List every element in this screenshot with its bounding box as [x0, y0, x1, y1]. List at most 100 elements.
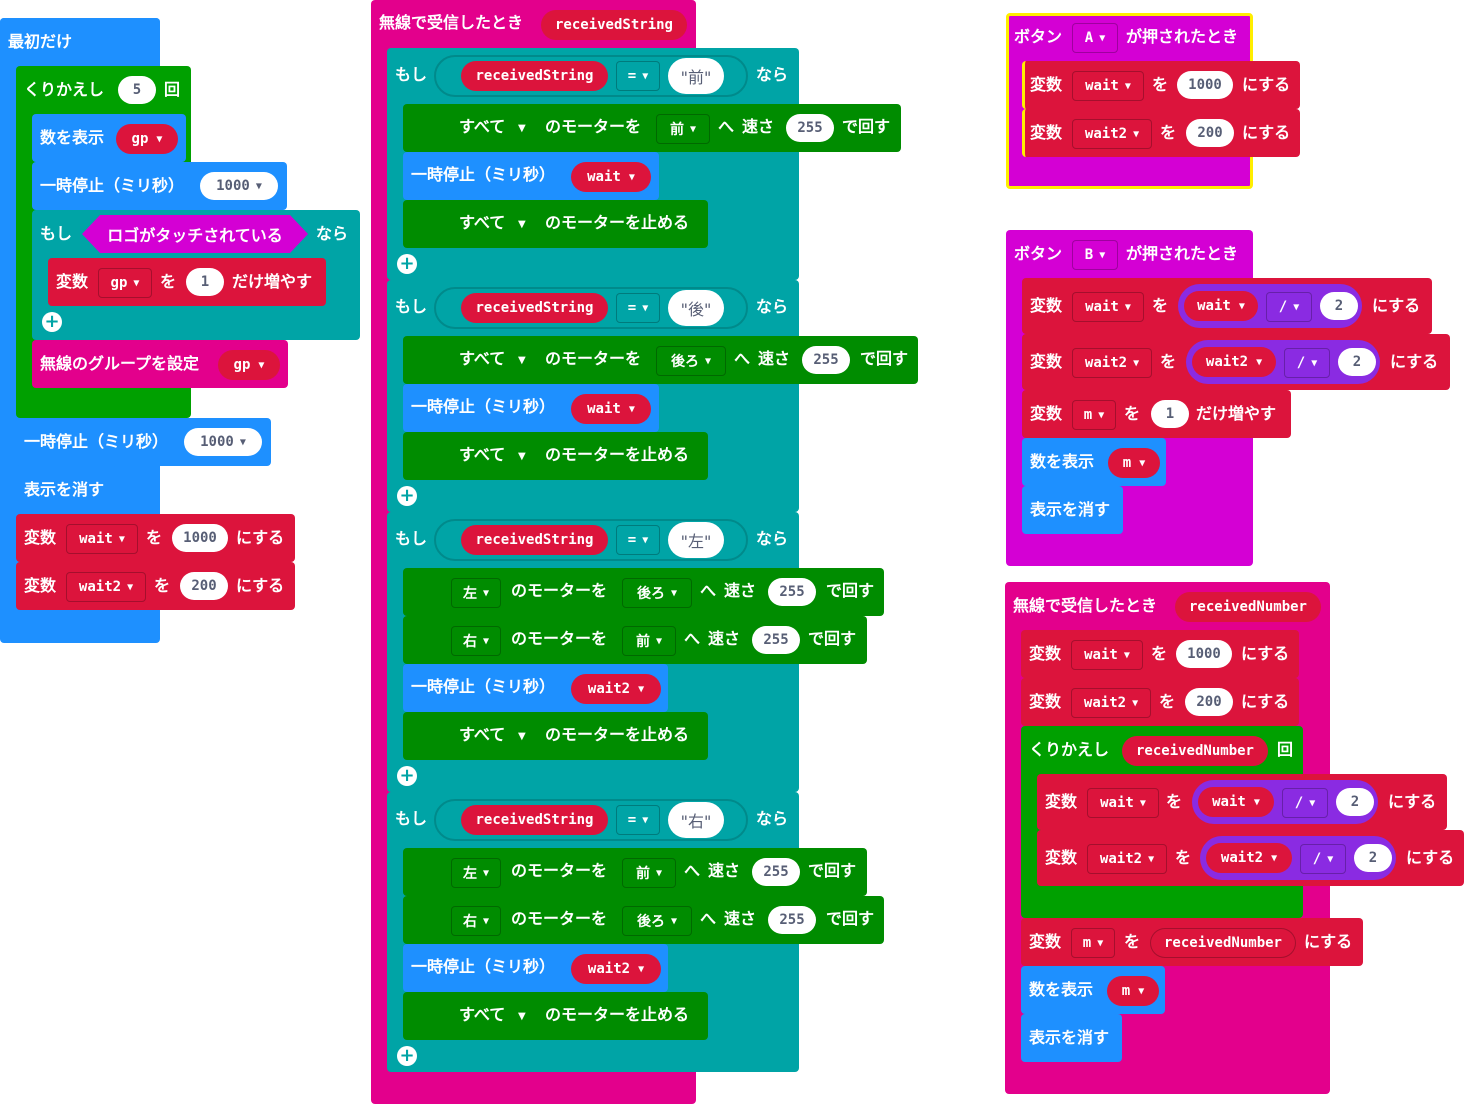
variable-gp-dropdown[interactable]: gp▼ — [98, 268, 152, 298]
variable-wait2-reporter[interactable]: wait2▼ — [1192, 347, 1276, 377]
logo-touched-condition[interactable]: ロゴがタッチされている — [82, 215, 308, 253]
speed-input[interactable]: 255 — [786, 114, 834, 142]
variable-wait2-reporter[interactable]: wait2▼ — [571, 954, 661, 984]
motor-stop-block[interactable] — [403, 712, 708, 760]
value-input[interactable]: 200 — [180, 572, 228, 600]
value-input[interactable]: 1000 — [1176, 640, 1232, 668]
math-operator-dropdown[interactable]: /▼ — [1300, 844, 1346, 874]
variable-wait2-dropdown[interactable]: wait2▼ — [1087, 844, 1167, 874]
direction-dropdown[interactable]: 後ろ▼ — [622, 578, 692, 608]
variable-wait-dropdown[interactable]: wait▼ — [66, 524, 138, 554]
received-number-param[interactable]: receivedNumber — [1175, 592, 1321, 622]
string-value-input[interactable]: "後" — [668, 290, 724, 326]
variable-gp-reporter[interactable]: gp▼ — [218, 350, 280, 380]
plus-circle-icon[interactable]: + — [397, 486, 417, 506]
string-value-input[interactable]: "前" — [668, 58, 724, 94]
direction-dropdown[interactable]: 前▼ — [622, 626, 676, 656]
received-string-reporter[interactable]: receivedString — [461, 805, 608, 835]
math-operator-dropdown[interactable]: /▼ — [1266, 292, 1312, 322]
set-wait2-block[interactable] — [1022, 109, 1300, 157]
direction-dropdown[interactable]: 前▼ — [622, 858, 676, 888]
motor-select-dropdown[interactable]: 右▼ — [451, 626, 501, 656]
variable-wait-reporter[interactable]: wait▼ — [571, 394, 651, 424]
divisor-input[interactable]: 2 — [1336, 788, 1374, 816]
clear-screen-block[interactable] — [16, 466, 117, 514]
speed-input[interactable]: 255 — [802, 346, 850, 374]
received-number-reporter[interactable]: receivedNumber — [1150, 928, 1296, 958]
dropdown-triangle-icon: ▼ — [655, 635, 663, 647]
variable-wait-dropdown[interactable]: wait▼ — [1072, 292, 1144, 322]
variable-wait2-reporter[interactable]: wait2▼ — [1206, 843, 1292, 873]
variable-m-dropdown[interactable]: m▼ — [1072, 400, 1116, 430]
speed-input[interactable]: 255 — [768, 906, 816, 934]
variable-wait-reporter[interactable]: wait▼ — [1198, 787, 1274, 817]
speed-input[interactable]: 255 — [752, 858, 800, 886]
speed-input[interactable]: 255 — [752, 626, 800, 654]
variable-gp-reporter[interactable]: gp▼ — [116, 124, 178, 154]
motor-of-label: のモーターを — [511, 861, 608, 880]
variable-wait-reporter[interactable]: wait▼ — [571, 162, 651, 192]
plus-circle-icon[interactable]: + — [397, 1046, 417, 1066]
variable-wait-dropdown[interactable]: wait▼ — [1072, 71, 1144, 101]
variable-wait-reporter[interactable]: wait▼ — [1184, 291, 1258, 321]
pause-ms-dropdown[interactable]: 1000▼ — [200, 172, 278, 200]
received-string-reporter[interactable]: receivedString — [461, 293, 608, 323]
direction-dropdown[interactable]: 後ろ▼ — [622, 906, 692, 936]
value-input[interactable]: 1000 — [1177, 71, 1233, 99]
math-operator-dropdown[interactable]: /▼ — [1282, 788, 1328, 818]
plus-circle-icon[interactable]: + — [42, 312, 62, 332]
string-value-input[interactable]: "右" — [668, 802, 724, 838]
compare-operator-dropdown[interactable]: =▼ — [616, 525, 660, 555]
repeat-count-input[interactable]: 5 — [118, 76, 156, 104]
motor-stop-block[interactable] — [403, 992, 708, 1040]
direction-dropdown[interactable]: 前▼ — [656, 114, 710, 144]
received-string-reporter[interactable]: receivedString — [461, 61, 608, 91]
pause-ms-dropdown[interactable]: 1000▼ — [184, 428, 262, 456]
divisor-input[interactable]: 2 — [1320, 292, 1358, 320]
set-wait-block[interactable] — [1021, 630, 1299, 678]
button-b-dropdown[interactable]: B▼ — [1072, 240, 1118, 270]
change-amount-input[interactable]: 1 — [1151, 400, 1189, 428]
compare-operator-dropdown[interactable]: =▼ — [616, 805, 660, 835]
received-string-param[interactable]: receivedString — [541, 10, 687, 40]
variable-wait2-dropdown[interactable]: wait2▼ — [1071, 688, 1151, 718]
received-number-reporter[interactable]: receivedNumber — [1122, 736, 1268, 766]
string-value-input[interactable]: "左" — [668, 522, 724, 558]
variable-wait2-reporter[interactable]: wait2▼ — [571, 674, 661, 704]
variable-wait-dropdown[interactable]: wait▼ — [1087, 788, 1159, 818]
compare-operator-dropdown[interactable]: =▼ — [616, 293, 660, 323]
received-string-reporter[interactable]: receivedString — [461, 525, 608, 555]
divisor-input[interactable]: 2 — [1338, 348, 1376, 376]
motor-select-dropdown[interactable]: 左▼ — [451, 858, 501, 888]
motor-select-dropdown[interactable]: 右▼ — [451, 906, 501, 936]
variable-wait2-dropdown[interactable]: wait2▼ — [1072, 348, 1152, 378]
variable-wait2-dropdown[interactable]: wait2▼ — [66, 572, 146, 602]
value-input[interactable]: 200 — [1185, 688, 1233, 716]
variable-m-reporter[interactable]: m▼ — [1108, 448, 1160, 478]
variable-wait-dropdown[interactable]: wait▼ — [1071, 640, 1143, 670]
speed-input[interactable]: 255 — [768, 578, 816, 606]
set-wait2-block[interactable] — [16, 562, 295, 610]
divisor-input[interactable]: 2 — [1354, 844, 1392, 872]
plus-circle-icon[interactable]: + — [397, 766, 417, 786]
wo-label: を — [1160, 352, 1177, 371]
motor-stop-block[interactable] — [403, 200, 708, 248]
motor-stop-block[interactable] — [403, 432, 708, 480]
value-input[interactable]: 200 — [1186, 119, 1234, 147]
set-wait2-block[interactable] — [1021, 678, 1299, 726]
value-input[interactable]: 1000 — [172, 524, 228, 552]
clear-screen-block[interactable] — [1022, 486, 1123, 534]
variable-wait2-dropdown[interactable]: wait2▼ — [1072, 119, 1152, 149]
direction-dropdown[interactable]: 後ろ▼ — [656, 346, 726, 376]
compare-operator-dropdown[interactable]: =▼ — [616, 61, 660, 91]
clear-screen-block[interactable] — [1021, 1014, 1122, 1062]
plus-circle-icon[interactable]: + — [397, 254, 417, 274]
variable-m-reporter[interactable]: m▼ — [1107, 976, 1159, 1006]
button-a-dropdown[interactable]: A▼ — [1072, 23, 1118, 53]
math-operator-dropdown[interactable]: /▼ — [1284, 348, 1330, 378]
motor-select-dropdown[interactable]: 左▼ — [451, 578, 501, 608]
change-amount-input[interactable]: 1 — [186, 268, 224, 296]
variable-m-dropdown[interactable]: m▼ — [1071, 928, 1115, 958]
set-wait-block[interactable] — [1022, 61, 1300, 109]
set-wait-block[interactable] — [16, 514, 295, 562]
